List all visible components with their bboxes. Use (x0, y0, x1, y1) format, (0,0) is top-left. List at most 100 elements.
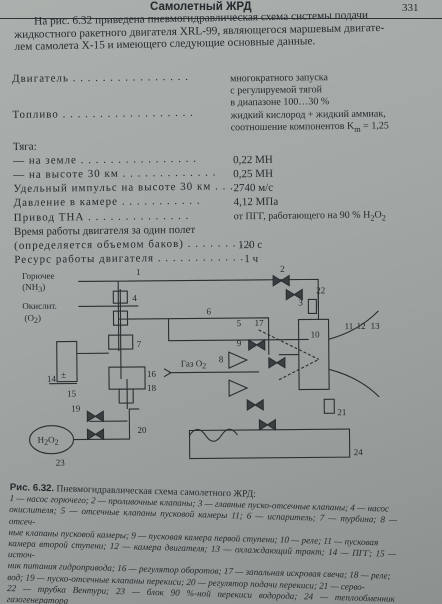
gas-arrow (163, 368, 172, 378)
valve-icon (285, 288, 303, 301)
spec-isp-label-text: Удельный импульс на высоте 30 км (13, 180, 212, 195)
gas-text: Газ O2 (181, 358, 206, 370)
oxidizer-formula-sub: 2 (34, 316, 38, 325)
valves (86, 274, 303, 441)
peroxide-regulator (118, 388, 134, 404)
gas-o2-line (168, 371, 259, 374)
spec-fuel-ratio-value: = 1,25 (360, 120, 389, 132)
item-number: 7 (137, 339, 142, 349)
gas-text-a: Газ O (181, 358, 203, 368)
spec-engine-label-text: Двигатель (12, 72, 70, 85)
valve-icon (86, 428, 105, 441)
spec-ground-label: — на земле . . . . . . . . . . . . . . .… (13, 152, 197, 167)
spec-fuel-ratio: соотношение компонентов Km = 1,25 (231, 120, 389, 137)
pneumohydraulic-diagram: Горючее (NH3) Окислит. (O2) Газ O2 H2O2 … (18, 259, 400, 477)
spec-drive-value-o: O (374, 209, 382, 221)
spec-fuel-label: Топливо . . . . . . . . . . . . . . . . … (12, 106, 194, 121)
spec-pressure-label: Давление в камере . . . . . . . . . . . (13, 194, 201, 209)
spec-engine-value: с регулируемой тягой (230, 84, 323, 97)
heat-exchanger-coil (189, 428, 238, 442)
engine-chamber (297, 318, 330, 391)
spec-time-value: 120 с (238, 238, 263, 252)
gas-generator (56, 340, 78, 383)
item-number: 23 (56, 458, 66, 468)
chamber-nozzle (328, 310, 380, 398)
oxidizer-inlet-line (78, 305, 139, 308)
item-number: 5 (236, 318, 241, 328)
fuel-formula-sub: 3 (38, 285, 42, 294)
oxidizer-text: Окислит. (22, 301, 57, 311)
servo-relay (323, 398, 335, 414)
spec-drive-label: Привод ТНА . . . . . . . . . . . . . . (13, 209, 190, 224)
spec-isp-value: 2740 м/с (233, 181, 274, 195)
item-number: 1 (136, 267, 141, 277)
venturi-tube (307, 298, 318, 315)
spec-pressure-label-text: Давление в камере (13, 195, 119, 209)
item-number: 14 (47, 374, 57, 384)
h2o2-text: H2O2 (38, 435, 59, 447)
running-header: Самолетный ЖРД 331 (0, 0, 442, 19)
intro-paragraph: На рис. 6.32 приведена пневмогидравличес… (14, 9, 395, 54)
spec-pressure-value: 4,12 МПа (233, 195, 279, 209)
spec-ground-label-text: — на земле (13, 154, 77, 167)
fuel-formula-end: ) (42, 282, 45, 292)
item-number: 18 (147, 383, 157, 393)
item-number: 16 (147, 369, 157, 379)
page-number: 331 (402, 2, 419, 14)
engine-spec-list: Двигатель . . . . . . . . . . . . . . . … (12, 68, 395, 288)
starting-chamber-2 (228, 379, 249, 398)
cooling-tract (258, 329, 320, 381)
fuel-formula: (NH3) (22, 282, 45, 294)
spec-ground-value: 0,22 МН (233, 153, 273, 167)
oxidizer-main-line (118, 317, 270, 355)
spec-alt-value: 0,25 МН (233, 167, 274, 181)
h2o2-text-sub: 2 (44, 438, 48, 447)
spec-isp-label: Удельный импульс на высоте 30 км . . . (13, 180, 234, 195)
oxidizer-formula-a: (O (24, 313, 34, 323)
oxidizer-formula: (O2) (24, 313, 41, 325)
spec-thrust-label: Тяга: (12, 140, 37, 153)
item-number: 10 (311, 329, 321, 339)
h2o2-text-sub2: 2 (55, 438, 59, 447)
diagram-canvas: Горючее (NH3) Окислит. (O2) Газ O2 H2O2 … (22, 264, 381, 468)
item-number: 17 (254, 318, 264, 328)
item-number: 20 (137, 425, 147, 435)
spec-drive-value-sub2: 2 (381, 213, 386, 223)
item-number: 19 (71, 403, 81, 413)
spec-fuel-label-text: Топливо (12, 108, 59, 121)
item-number: 2 (280, 264, 285, 274)
valve-icon (246, 398, 264, 412)
gas-text-sub: 2 (202, 361, 206, 370)
spec-alt-label: — на высоте 30 км . . . . . . . . . . . … (13, 166, 217, 181)
pm-text: ± (61, 370, 66, 380)
heat-exchanger (188, 428, 351, 460)
starting-chamber-1 (228, 351, 249, 370)
fuel-text: Горючее (22, 271, 54, 281)
item-number: 21 (337, 407, 346, 417)
spec-engine-value: в диапазоне 100…30 % (230, 96, 330, 109)
spec-engine-label: Двигатель . . . . . . . . . . . . . . . … (12, 70, 190, 85)
item-number: 11 (345, 321, 354, 331)
spec-drive-label-text: Привод ТНА (13, 211, 85, 224)
spec-time-label-2: (определяется объемом баков) . . . . . .… (14, 237, 252, 252)
oxidizer-branch-line (167, 318, 309, 342)
h2o2-text-h: H (38, 435, 45, 445)
peroxide-line (73, 408, 140, 441)
oxidizer-formula-end: ) (38, 313, 41, 323)
valve-icon (248, 338, 266, 351)
spec-alt-label-text: — на высоте 30 км (13, 167, 119, 181)
spec-time-label-2-text: (определяется объемом баков) (14, 237, 184, 252)
valve-icon (268, 356, 286, 369)
valve-icon (272, 274, 290, 287)
item-number: 22 (316, 285, 325, 295)
item-number: 13 (371, 321, 381, 331)
fuel-pump-line (117, 281, 120, 352)
fuel-main-line (78, 278, 319, 308)
fuel-formula-a: (NH (22, 282, 39, 292)
h2o2-text-o: O (48, 435, 55, 445)
running-title: Самолетный ЖРД (150, 1, 252, 13)
spec-fuel-ratio-text: соотношение компонентов K (230, 120, 355, 134)
item-number: 9 (237, 338, 242, 348)
figure-caption: Рис. 6.32. Пневмогидравлическая схема са… (7, 482, 398, 604)
